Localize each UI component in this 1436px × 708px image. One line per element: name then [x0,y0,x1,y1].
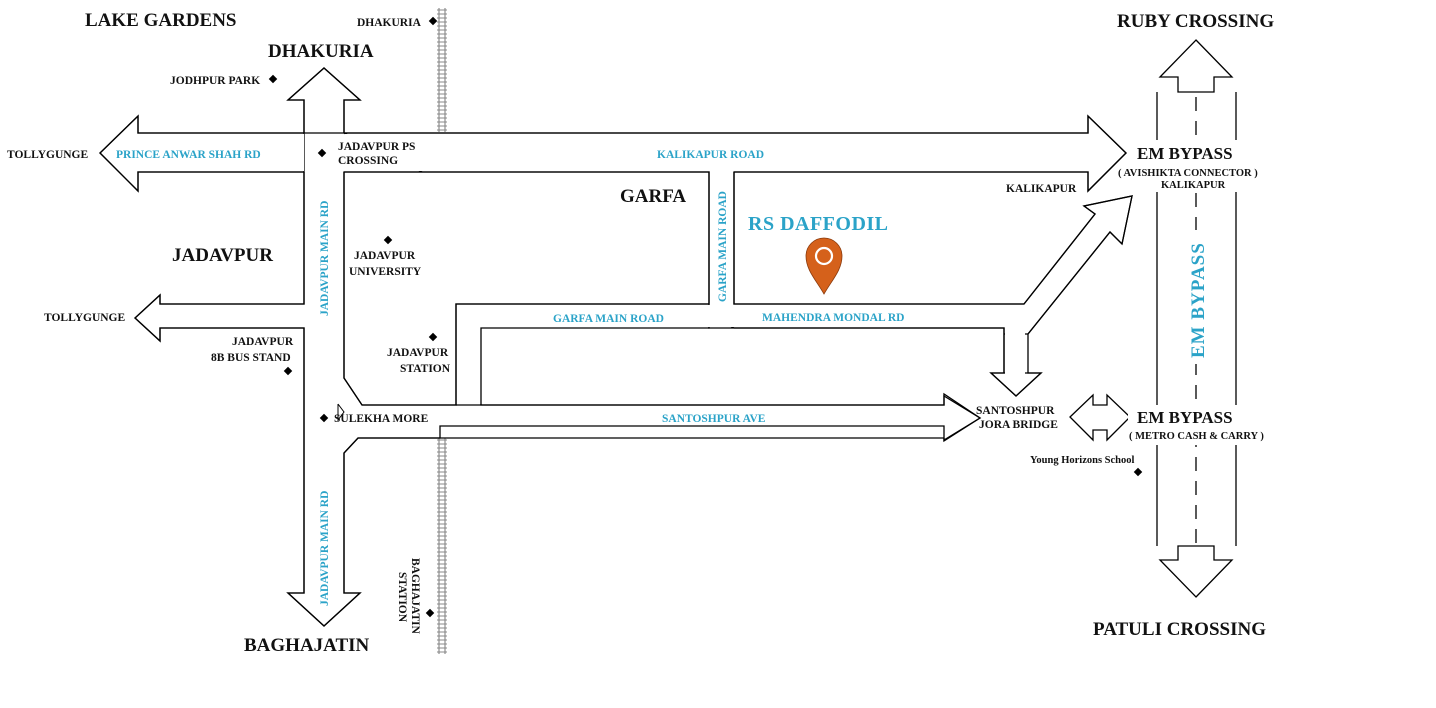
place-marker [1133,467,1143,477]
area-dhakuria: DHAKURIA [268,41,374,62]
place-marker [319,413,329,423]
area-patuli-crossing: PATULI CROSSING [1093,619,1266,640]
place-young-horizons: Young Horizons School [1030,455,1135,466]
em-bypass-road [1128,39,1294,598]
place-jadavpur-bus-2: 8B BUS STAND [211,352,291,364]
road-garfa-main-vertical: GARFA MAIN ROAD [717,191,729,302]
place-tollygunge-1: TOLLYGUNGE [7,149,88,161]
place-jadavpur-bus-1: JADAVPUR [232,336,294,348]
place-marker [268,74,278,84]
place-santoshpur-2: JORA BRIDGE [979,419,1058,431]
place-dhakuria-station: DHAKURIA [357,17,422,29]
place-marker [383,235,393,245]
area-baghajatin: BAGHAJATIN [244,635,370,656]
place-marker [428,332,438,342]
location-pin-icon [805,237,843,295]
place-jadavpur-univ-2: UNIVERSITY [349,266,422,278]
place-jadavpur-univ-1: JADAVPUR [354,250,416,262]
area-ruby-crossing: RUBY CROSSING [1117,11,1274,32]
place-marker [283,366,293,376]
em-bypass-top-sublabel: ( AVISHIKTA CONNECTOR ) [1118,168,1258,179]
em-bypass-bottom-sublabel: ( METRO CASH & CARRY ) [1129,431,1264,442]
em-bypass-bottom-label: EM BYPASS [1137,408,1233,427]
place-jadavpur-station-1: JADAVPUR [387,347,449,359]
place-kalikapur-1: KALIKAPUR [1006,183,1077,195]
place-santoshpur-1: SANTOSHPUR [976,405,1055,417]
place-kalikapur-2: KALIKAPUR [1161,180,1226,191]
road-jadavpur-main-lower: JADAVPUR MAIN RD [319,491,331,606]
road-mahendra-mondal: MAHENDRA MONDAL RD [762,312,904,324]
place-baghajatin-station-1: BAGHAJATIN [409,558,421,635]
place-jadavpur-ps-2: CROSSING [338,155,398,167]
place-sulekha-more: SULEKHA MORE [334,413,429,425]
road-santoshpur-ave: SANTOSHPUR AVE [662,413,766,425]
road-prince-anwar-shah: PRINCE ANWAR SHAH RD [116,149,261,161]
place-marker [317,148,327,158]
place-jodhpur-park: JODHPUR PARK [170,75,260,87]
road-em-bypass-vertical: EM BYPASS [1188,242,1209,358]
em-bypass-top-label: EM BYPASS [1137,144,1233,163]
area-garfa: GARFA [620,186,686,207]
place-jadavpur-station-2: STATION [400,363,451,375]
place-tollygunge-2: TOLLYGUNGE [44,312,125,324]
road-kalikapur: KALIKAPUR ROAD [657,149,764,161]
area-jadavpur: JADAVPUR [172,245,273,266]
santoshpur-double-arrow [1069,393,1131,442]
area-lake-gardens: LAKE GARDENS [85,10,237,31]
project-label: RS DAFFODIL [748,213,889,235]
place-jadavpur-ps-1: JADAVPUR PS [338,141,415,153]
road-jadavpur-main-upper: JADAVPUR MAIN RD [319,201,331,316]
road-garfa-main: GARFA MAIN ROAD [553,313,664,325]
place-marker [428,16,438,26]
place-marker [425,608,435,618]
place-baghajatin-station-2: STATION [396,572,408,623]
